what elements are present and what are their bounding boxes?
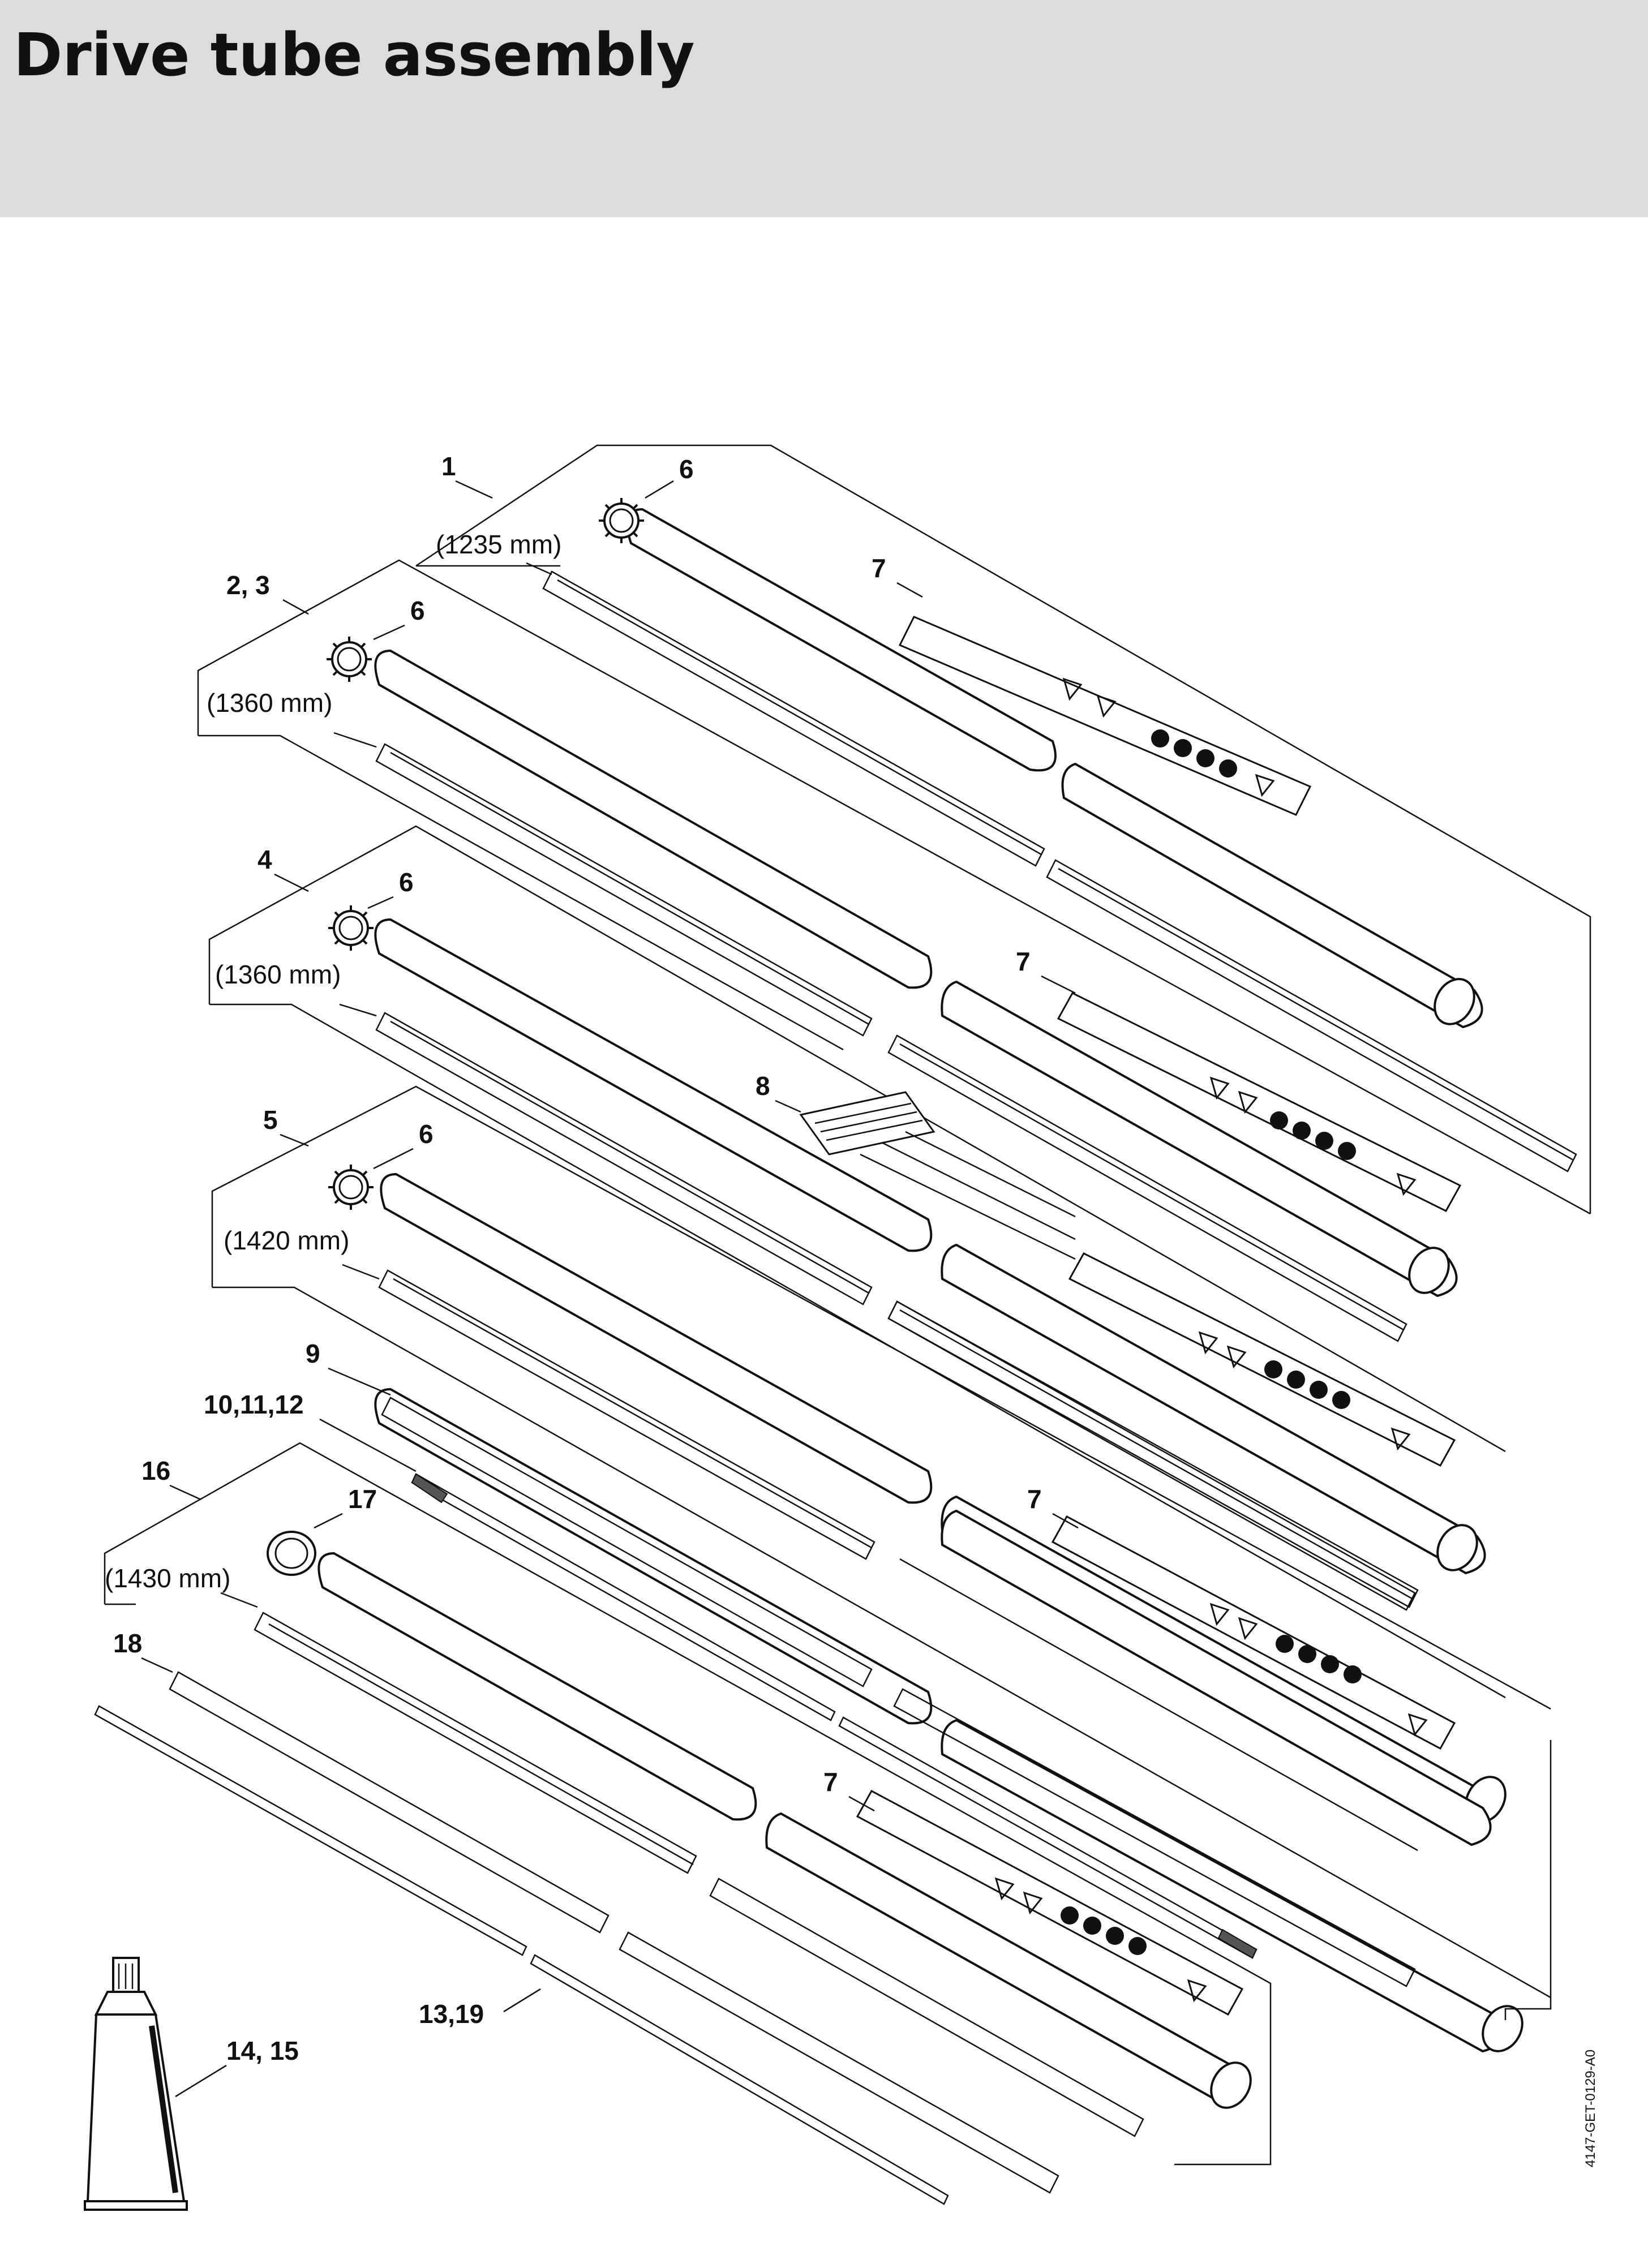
drive-tube-1 bbox=[626, 508, 1483, 1029]
drive-tube-2 bbox=[374, 649, 1458, 1298]
locking-ring-icon bbox=[327, 904, 375, 952]
callout-7a: 7 bbox=[872, 553, 886, 583]
dimension-2: (1360 mm) bbox=[207, 688, 332, 718]
dimension-3: (1360 mm) bbox=[215, 960, 341, 989]
callout-4: 4 bbox=[258, 845, 272, 874]
assembly-group-4: 4 6 (1360 mm) 7 bbox=[208, 825, 1506, 1699]
safety-pictogram-label bbox=[1051, 1515, 1456, 1750]
page-title: Drive tube assembly bbox=[14, 20, 695, 89]
callout-17: 17 bbox=[348, 1484, 377, 1514]
callout-7d: 7 bbox=[823, 1767, 838, 1797]
callout-10-11-12: 10,11,12 bbox=[204, 1390, 304, 1419]
locking-ring-icon bbox=[325, 635, 373, 683]
drive-tube-16 bbox=[317, 1552, 1252, 2109]
assembly-group-2-3: 2, 3 6 (1360 mm) bbox=[197, 559, 1591, 1342]
callout-18: 18 bbox=[113, 1629, 142, 1658]
safety-pictogram-label bbox=[856, 1789, 1244, 2016]
shaft-liner-2 bbox=[375, 743, 1407, 1342]
callout-6d: 6 bbox=[419, 1119, 434, 1149]
dimension-4: (1420 mm) bbox=[224, 1226, 349, 1255]
callout-2-3: 2, 3 bbox=[226, 570, 270, 600]
callout-6b: 6 bbox=[410, 596, 425, 625]
assembly-group-1: 1 6 (1235 mm) 7 bbox=[415, 444, 1591, 1214]
callout-8: 8 bbox=[756, 1071, 770, 1101]
header-band: Drive tube assembly bbox=[0, 0, 1648, 217]
sleeve bbox=[267, 1531, 316, 1576]
shaft-liner-1 bbox=[542, 570, 1577, 1172]
assembly-group-9-12: 9 10,11,12 7 bbox=[204, 1339, 1552, 2053]
callout-13-19: 13,19 bbox=[419, 1999, 484, 2029]
locking-ring-icon bbox=[598, 497, 645, 544]
callout-5: 5 bbox=[263, 1105, 278, 1135]
shaft-liner-5 bbox=[378, 1269, 1419, 1852]
callout-9: 9 bbox=[306, 1339, 320, 1368]
callout-16: 16 bbox=[141, 1456, 170, 1485]
callout-14-15: 14, 15 bbox=[226, 2036, 299, 2065]
dimension-5: (1430 mm) bbox=[105, 1563, 230, 1593]
drive-shaft bbox=[411, 1473, 1258, 1959]
assembly-group-16: 16 17 (1430 mm) 18 7 13,19 bbox=[94, 1442, 1272, 2205]
callout-6a: 6 bbox=[679, 454, 694, 484]
callout-1: 1 bbox=[441, 452, 456, 481]
handle-profile bbox=[169, 1612, 1144, 2194]
shaft-liner-9 bbox=[374, 1388, 1523, 2053]
drive-tube-9 bbox=[941, 1509, 1492, 1846]
callout-7b: 7 bbox=[1016, 947, 1031, 976]
callout-6c: 6 bbox=[399, 867, 414, 897]
dimension-1: (1235 mm) bbox=[436, 530, 561, 559]
flex-shaft bbox=[94, 1705, 949, 2205]
locking-ring-icon bbox=[327, 1163, 375, 1211]
drive-tube-4 bbox=[374, 918, 1486, 1575]
safety-pictogram-label bbox=[1057, 992, 1462, 1212]
callout-7c: 7 bbox=[1027, 1484, 1042, 1514]
figure-reference: 4147-GET-0129-A0 bbox=[1583, 2050, 1598, 2167]
safety-pictogram-label bbox=[1068, 1252, 1456, 1467]
grease-tube-icon: 14, 15 bbox=[84, 1957, 299, 2211]
safety-pictogram-label bbox=[898, 616, 1312, 816]
instruction-label: 8 bbox=[756, 1071, 1076, 1260]
